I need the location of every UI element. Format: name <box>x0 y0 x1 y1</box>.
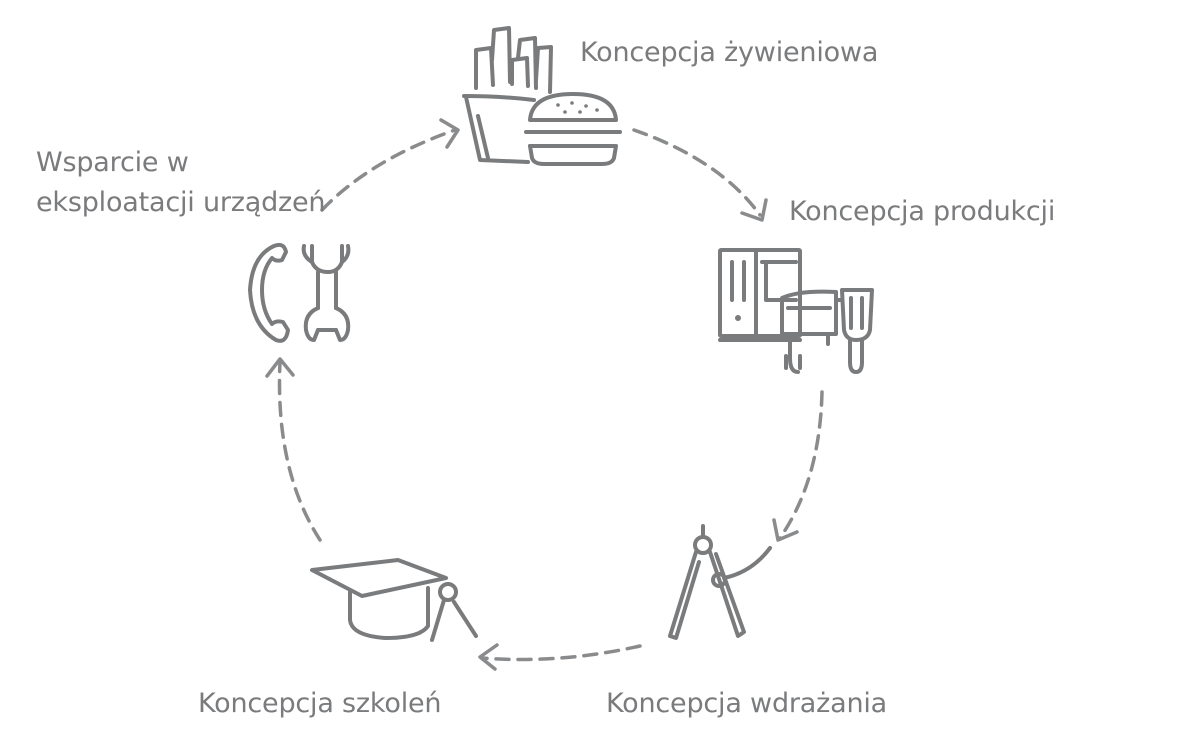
cycle-arrow-food-to-production <box>632 128 768 222</box>
drawing-compass-icon <box>668 524 772 640</box>
fries-burger-icon <box>462 26 622 166</box>
equipment-support-label-line1: Wsparcie w <box>36 147 189 178</box>
graduation-cap-icon <box>310 558 478 642</box>
training-concept-label: Koncepcja szkoleń <box>198 688 442 719</box>
equipment-support-label-line2: eksploatacji urządzeń <box>36 187 326 218</box>
kitchen-equipment-icon <box>718 248 874 374</box>
production-concept-label: Koncepcja produkcji <box>789 196 1056 227</box>
implementation-concept-label: Koncepcja wdrażania <box>606 688 888 719</box>
cycle-arrow-training-to-support <box>265 357 322 542</box>
cycle-arrow-implementation-to-training <box>478 643 642 671</box>
food-concept-label: Koncepcja żywieniowa <box>580 37 879 68</box>
cycle-arrow-production-to-implementation <box>772 390 824 542</box>
cycle-arrow-support-to-food <box>320 118 460 212</box>
equipment-support-label: Wsparcie w eksploatacji urządzeń <box>36 143 326 223</box>
phone-wrench-icon <box>248 242 351 343</box>
